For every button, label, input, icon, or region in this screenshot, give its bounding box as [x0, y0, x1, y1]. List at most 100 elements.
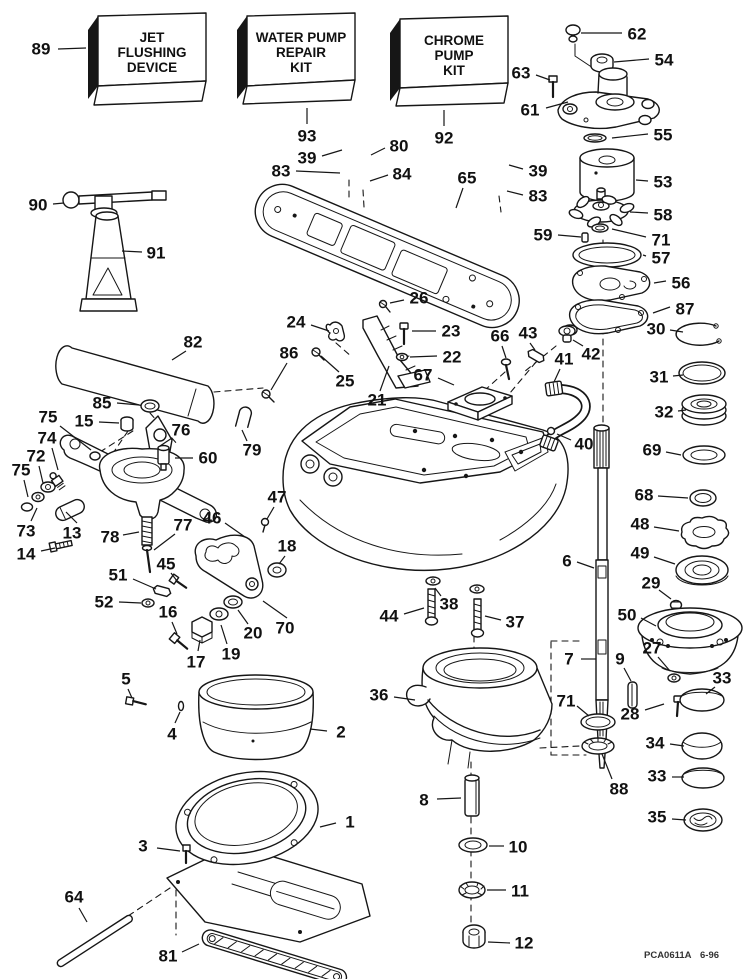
callout-22: 22: [443, 348, 462, 367]
callout-48: 48: [631, 515, 650, 534]
bearing-49-drawing: [675, 555, 729, 586]
callout-71: 71: [557, 692, 576, 711]
callout-8: 8: [419, 791, 428, 810]
callout-12: 12: [515, 934, 534, 953]
liner-drawing: [124, 674, 314, 761]
callout-35: 35: [648, 808, 667, 827]
box-label-line: JET: [140, 30, 166, 45]
callout-3: 3: [138, 837, 147, 856]
callout-79: 79: [243, 441, 262, 460]
callout-45: 45: [157, 555, 176, 574]
leader-line-46: [224, 522, 246, 538]
leader-line-77: [153, 533, 176, 551]
plate-56-drawing: [571, 265, 651, 302]
callout-6: 6: [562, 552, 571, 571]
callout-91: 91: [147, 244, 166, 263]
seal-32-drawing: [681, 394, 727, 426]
gasket-87-drawing: [562, 299, 649, 336]
callout-70: 70: [276, 619, 295, 638]
leader-line-39: [321, 149, 343, 157]
callout-57: 57: [652, 249, 671, 268]
leader-line-87: [652, 306, 671, 314]
leader-line-2: [309, 728, 328, 732]
leader-line-16: [171, 621, 178, 635]
bearing-housing-50-drawing: [637, 607, 743, 675]
leader-line-61: [545, 101, 569, 109]
callout-89: 89: [32, 40, 51, 59]
leader-line-44: [403, 607, 425, 615]
callout-7: 7: [564, 650, 573, 669]
callout-41: 41: [555, 350, 574, 369]
leader-line-14: [40, 547, 56, 552]
star-washer-48-drawing: [680, 515, 730, 550]
leader-line-84: [369, 174, 389, 182]
leader-line-4: [174, 711, 181, 724]
leader-line-75: [59, 425, 92, 451]
callout-47: 47: [268, 488, 287, 507]
callout-93: 93: [298, 127, 317, 146]
callout-72: 72: [27, 447, 46, 466]
cam-plate-drawing: [194, 517, 287, 599]
spacer-67-drawing: [447, 386, 513, 421]
callout-85: 85: [93, 394, 112, 413]
leader-line-52: [118, 601, 142, 604]
leader-line-12: [487, 941, 511, 944]
callout-83: 83: [529, 187, 548, 206]
callout-42: 42: [582, 345, 601, 364]
ride-plate-drawing: [254, 183, 520, 329]
callout-34: 34: [646, 734, 665, 753]
callout-80: 80: [390, 137, 409, 156]
callout-44: 44: [380, 607, 399, 626]
callout-16: 16: [159, 603, 178, 622]
leader-line-25: [320, 355, 340, 373]
steering-fin-drawing: [261, 299, 431, 403]
leader-line-63: [535, 74, 551, 81]
washer-69-drawing: [682, 445, 726, 465]
callout-33: 33: [713, 669, 732, 688]
leader-line-5: [127, 688, 133, 699]
leader-line-72: [38, 465, 44, 484]
callout-1: 1: [345, 813, 354, 832]
callout-75: 75: [39, 408, 58, 427]
leader-line-40: [556, 433, 572, 441]
water-hose-drawing: [500, 325, 591, 452]
leader-line-13: [65, 511, 78, 524]
leader-line-73: [30, 507, 38, 522]
callout-10: 10: [509, 838, 528, 857]
callout-59: 59: [534, 226, 553, 245]
leader-line-42: [572, 339, 584, 347]
leader-line-58: [629, 211, 649, 214]
leader-line-38: [434, 587, 442, 597]
leader-line-32: [677, 409, 687, 412]
leader-line-30: [669, 329, 684, 333]
fastener-stack-drawing: [458, 774, 488, 949]
leader-line-71: [611, 228, 647, 238]
callout-51: 51: [109, 566, 128, 585]
callout-11: 11: [511, 882, 529, 901]
callout-81: 81: [159, 947, 178, 966]
callout-63: 63: [512, 64, 531, 83]
callout-90: 90: [29, 196, 48, 215]
cup-34-drawing: [681, 732, 723, 760]
leader-line-6: [576, 561, 595, 569]
leader-line-3: [156, 847, 181, 852]
callout-49: 49: [631, 544, 650, 563]
leader-line-22: [409, 355, 438, 358]
leader-line-15: [98, 421, 120, 424]
leader-line-41: [553, 368, 561, 383]
callout-21: 21: [368, 391, 387, 410]
leader-line-88: [601, 753, 613, 780]
callout-9: 9: [615, 650, 624, 669]
main-housing-drawing: [282, 397, 569, 572]
leader-line-37: [484, 615, 502, 621]
pivot-assembly-drawing: [20, 399, 243, 650]
leader-line-51: [132, 578, 157, 590]
callout-2: 2: [336, 723, 345, 742]
footer: PCA0611A 6-96: [644, 950, 719, 961]
leader-line-47: [266, 506, 275, 520]
leader-line-85: [116, 402, 140, 406]
callout-55: 55: [654, 126, 673, 145]
diagram-date: 6-96: [700, 950, 719, 961]
leader-line-79: [241, 429, 248, 442]
